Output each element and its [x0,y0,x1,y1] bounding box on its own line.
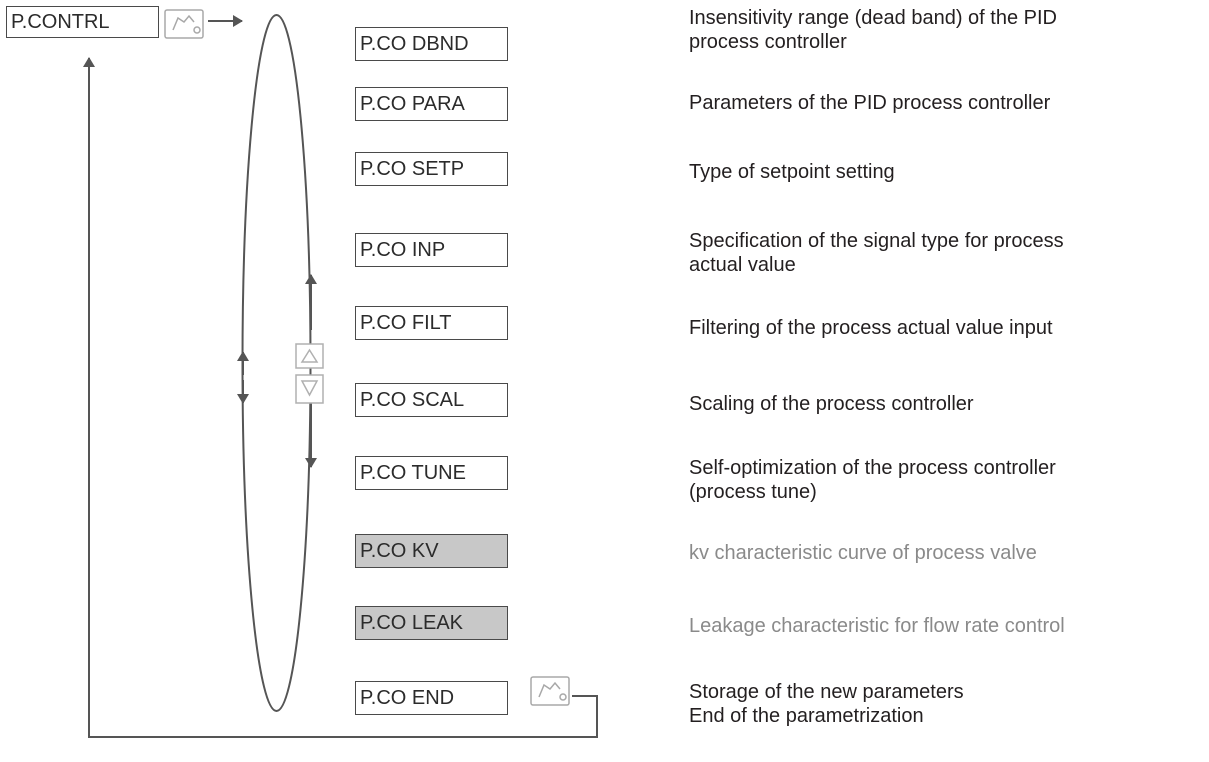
menu-item-filt: P.CO FILT [355,306,508,340]
desc-kv: kv characteristic curve of process valve [689,541,1204,565]
menu-item-label: P.CO FILT [360,312,452,334]
desc-line: process controller [689,31,847,53]
desc-para: Parameters of the PID process controller [689,91,1204,115]
desc-setp: Type of setpoint setting [689,160,1204,184]
desc-leak: Leakage characteristic for flow rate con… [689,614,1204,638]
menu-item-label: P.CO SCAL [360,389,465,411]
desc-line: Type of setpoint setting [689,161,895,183]
hand-press-icon [164,9,204,39]
desc-line: Insensitivity range (dead band) of the P… [689,7,1057,29]
menu-item-label: P.CO END [360,687,455,709]
triangle-down-icon [295,374,324,404]
menu-item-scal: P.CO SCAL [355,383,508,417]
desc-line: Self-optimization of the process control… [689,457,1056,479]
desc-line: actual value [689,254,796,276]
desc-line: Scaling of the process controller [689,393,974,415]
desc-end: Storage of the new parameters End of the… [689,680,1204,728]
menu-item-end: P.CO END [355,681,508,715]
desc-dbnd: Insensitivity range (dead band) of the P… [689,6,1204,54]
menu-item-leak: P.CO LEAK [355,606,508,640]
menu-item-label: P.CO DBND [360,33,469,55]
desc-line: kv characteristic curve of process valve [689,542,1037,564]
root-menu-label: P.CONTRL [11,11,110,33]
menu-item-setp: P.CO SETP [355,152,508,186]
desc-tune: Self-optimization of the process control… [689,456,1204,504]
menu-item-label: P.CO PARA [360,93,465,115]
menu-item-label: P.CO TUNE [360,462,466,484]
menu-item-label: P.CO INP [360,239,446,261]
menu-item-label: P.CO LEAK [360,612,464,634]
menu-item-para: P.CO PARA [355,87,508,121]
desc-line: Storage of the new parameters [689,681,964,703]
menu-item-label: P.CO KV [360,540,439,562]
desc-inp: Specification of the signal type for pro… [689,229,1204,277]
desc-line: Specification of the signal type for pro… [689,230,1064,252]
desc-scal: Scaling of the process controller [689,392,1204,416]
desc-line: Filtering of the process actual value in… [689,317,1053,339]
menu-item-inp: P.CO INP [355,233,508,267]
desc-filt: Filtering of the process actual value in… [689,316,1204,340]
triangle-up-icon [295,343,324,369]
menu-item-tune: P.CO TUNE [355,456,508,490]
hand-press-icon [530,676,570,706]
menu-item-label: P.CO SETP [360,158,465,180]
menu-item-dbnd: P.CO DBND [355,27,508,61]
return-line [83,57,598,738]
desc-line: Leakage characteristic for flow rate con… [689,615,1065,637]
root-menu-box: P.CONTRL [6,6,159,38]
desc-line: Parameters of the PID process controller [689,92,1051,114]
desc-line: (process tune) [689,481,817,503]
desc-line: End of the parametrization [689,705,924,727]
menu-item-kv: P.CO KV [355,534,508,568]
